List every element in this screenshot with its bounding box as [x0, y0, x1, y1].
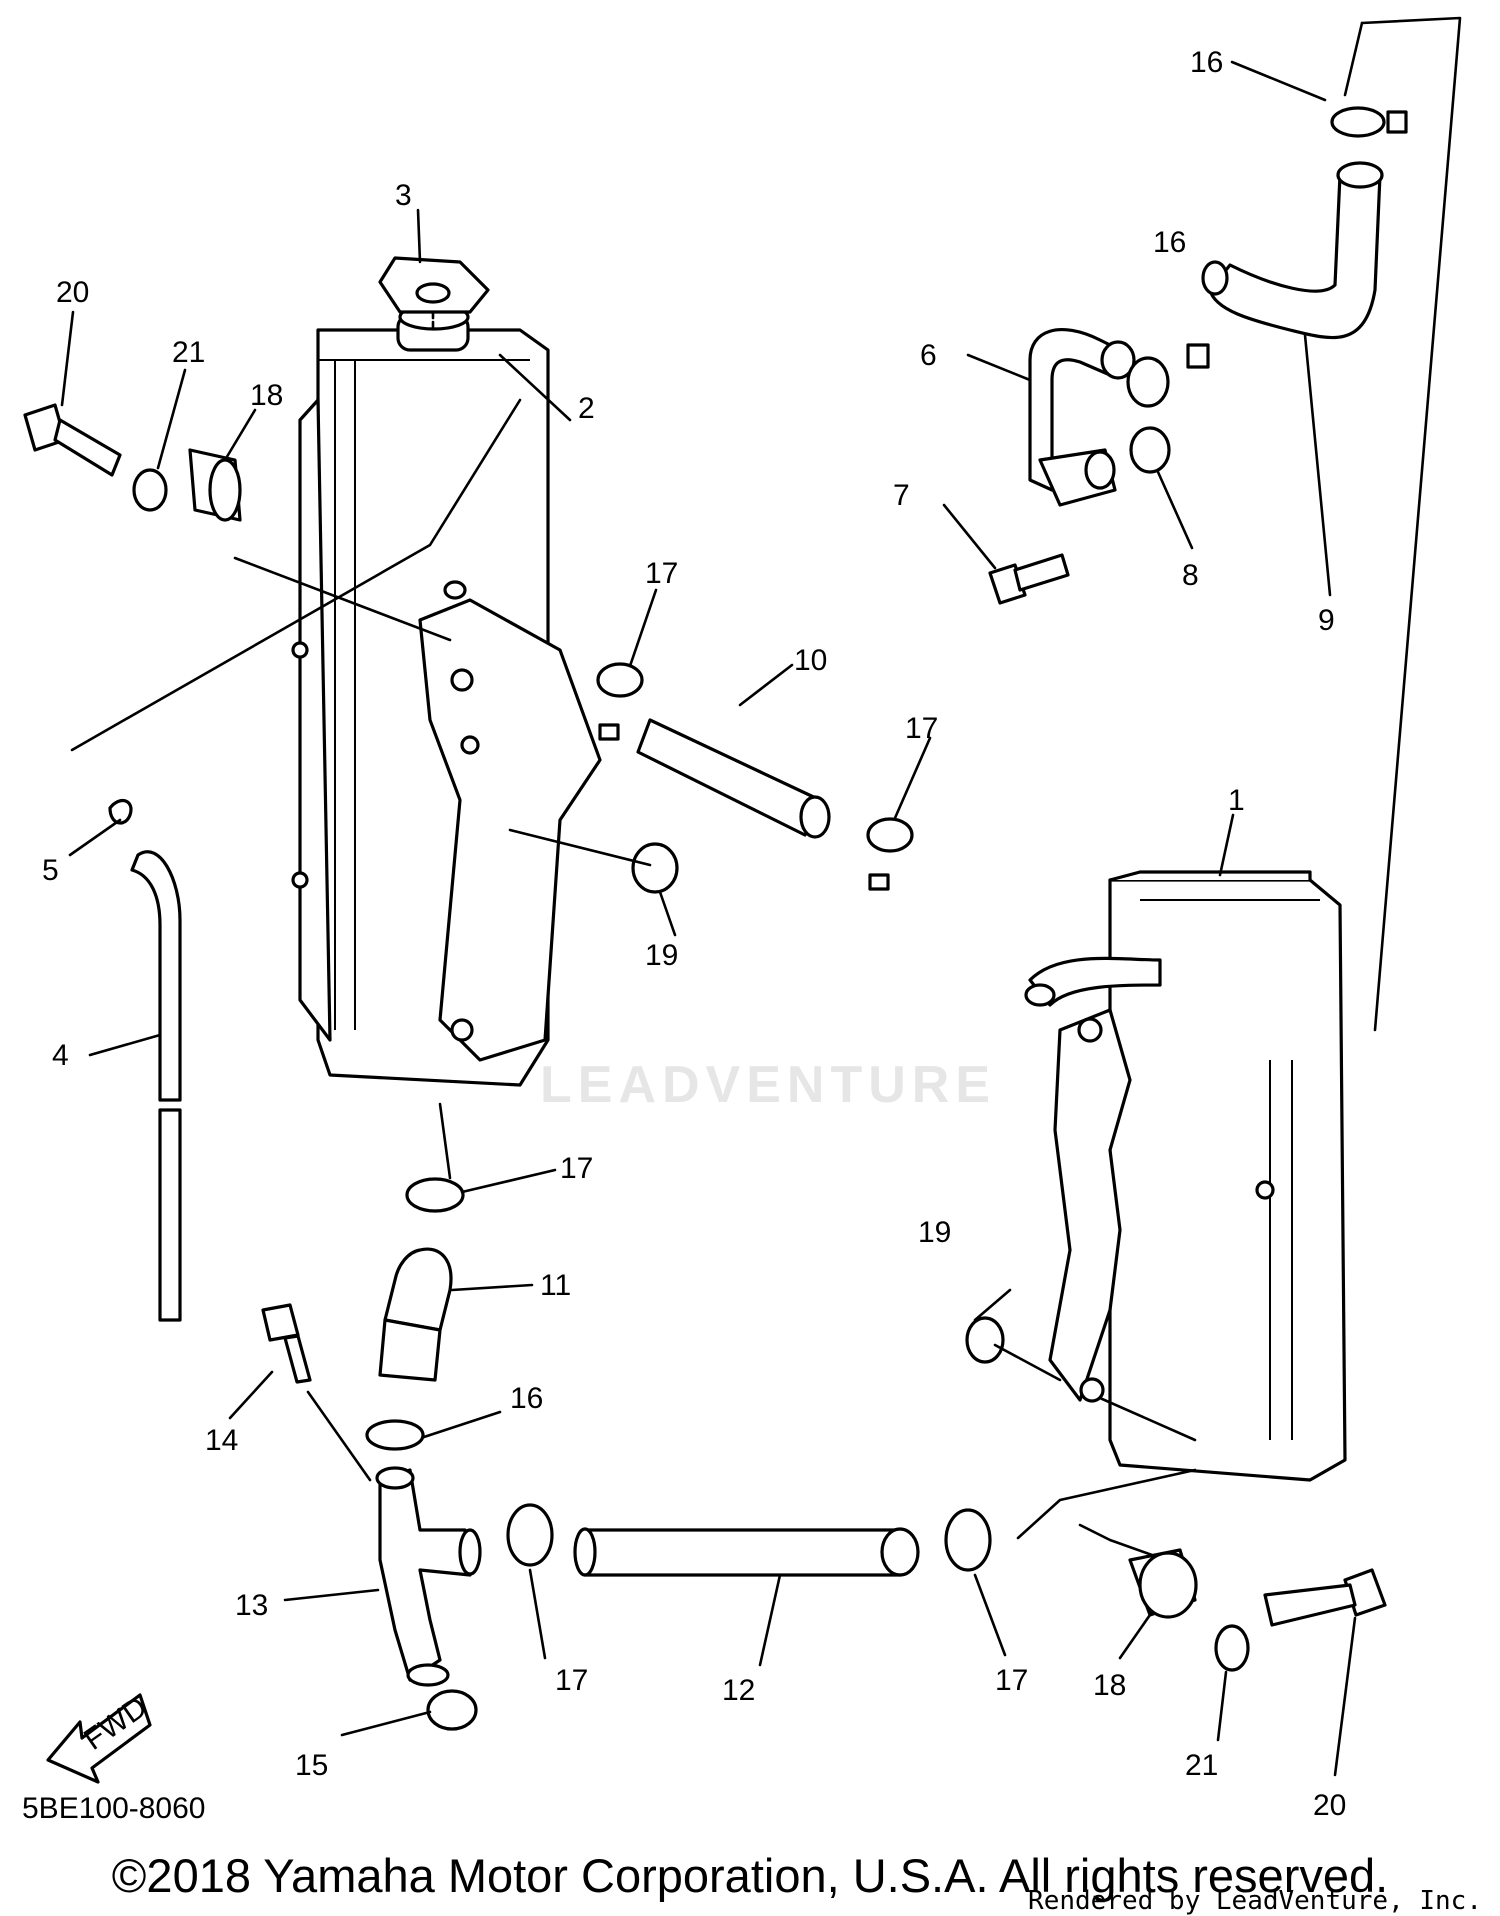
right-radiator — [1024, 870, 1347, 1482]
callout-1: 1 — [1228, 784, 1245, 817]
callout-18-left: 18 — [250, 379, 283, 412]
diagram-code: 5BE100-8060 — [22, 1792, 206, 1825]
damper-18-right — [1128, 1548, 1198, 1619]
callout-16-mid: 16 — [1153, 226, 1186, 259]
pipe-13 — [378, 1468, 472, 1682]
washer-21-right — [1214, 1624, 1250, 1672]
callout-17-c: 17 — [560, 1152, 593, 1185]
callout-17-a: 17 — [645, 557, 678, 590]
o-ring-15 — [426, 1689, 478, 1731]
callout-21-left: 21 — [172, 336, 205, 369]
callout-12: 12 — [722, 1674, 755, 1707]
callout-15: 15 — [295, 1749, 328, 1782]
callout-14: 14 — [205, 1424, 238, 1457]
bolt-20-right — [1263, 1568, 1387, 1627]
callout-2: 2 — [578, 392, 595, 425]
callout-19-right: 19 — [918, 1216, 951, 1249]
callout-17-b: 17 — [905, 712, 938, 745]
fwd-arrow-icon: FWD — [46, 1690, 153, 1784]
radiator-cap — [378, 256, 490, 332]
clamps — [365, 106, 1408, 1572]
callout-3: 3 — [395, 179, 412, 212]
callout-7: 7 — [893, 479, 910, 512]
callout-11: 11 — [540, 1269, 571, 1302]
callout-labels: 1 2 3 4 5 6 7 8 9 10 11 12 13 14 15 16 1… — [42, 46, 1346, 1822]
leader-lines — [60, 16, 1462, 1777]
callout-21-right: 21 — [1185, 1749, 1218, 1782]
hose-11 — [383, 1247, 453, 1332]
bolt-20-left — [23, 403, 122, 477]
callout-10: 10 — [794, 644, 827, 677]
hose-9 — [1208, 173, 1382, 340]
clip-5 — [108, 798, 133, 825]
watermark: LEADVENTURE — [540, 1056, 997, 1114]
callout-17-e: 17 — [995, 1664, 1028, 1697]
damper-18-left — [188, 448, 242, 522]
callout-13: 13 — [235, 1589, 268, 1622]
collar-19-left — [631, 842, 679, 894]
left-radiator — [291, 303, 602, 1087]
callout-9: 9 — [1318, 604, 1335, 637]
copyright-notice: ©2018 Yamaha Motor Corporation, U.S.A. A… — [111, 1849, 1389, 1902]
callout-5: 5 — [42, 854, 59, 887]
callout-4: 4 — [52, 1039, 69, 1072]
callout-8: 8 — [1182, 559, 1199, 592]
callout-20-right: 20 — [1313, 1789, 1346, 1822]
hose-10 — [636, 718, 822, 837]
callout-17-d: 17 — [555, 1664, 588, 1697]
callout-6: 6 — [920, 339, 937, 372]
washer-21-left — [132, 468, 168, 512]
callout-19-left: 19 — [645, 939, 678, 972]
o-ring-8 — [1129, 426, 1171, 474]
bolt-7 — [988, 553, 1070, 605]
callout-16-bottom: 16 — [510, 1382, 543, 1415]
hose-12 — [583, 1528, 902, 1577]
callout-16-top: 16 — [1190, 46, 1223, 79]
bolt-14 — [261, 1303, 312, 1384]
callout-18-right: 18 — [1093, 1669, 1126, 1702]
hose-4 — [130, 850, 182, 1102]
callout-20-left: 20 — [56, 276, 89, 309]
collar-19-right — [965, 1316, 1005, 1364]
rendered-by-credit: Rendered by LeadVenture, Inc. — [1028, 1886, 1482, 1916]
